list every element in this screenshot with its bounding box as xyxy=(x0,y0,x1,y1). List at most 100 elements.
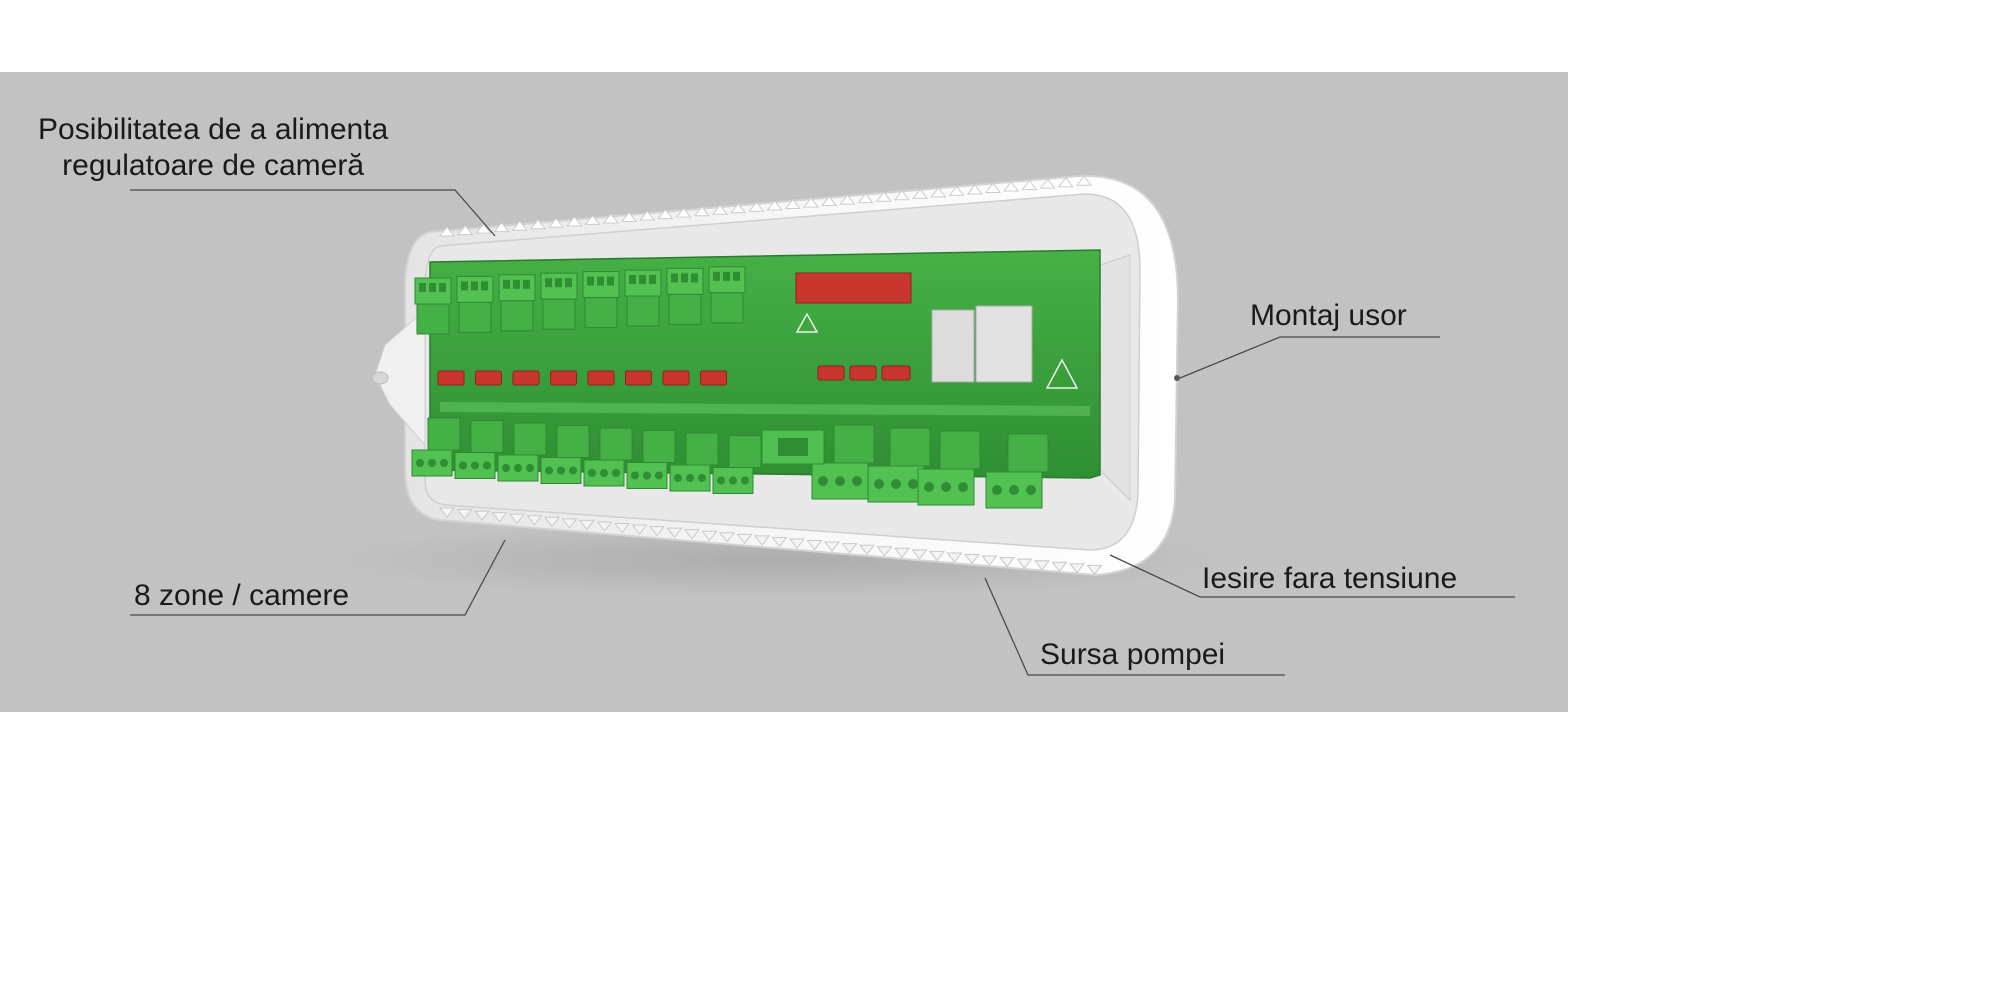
cable-entry-tooth xyxy=(566,216,583,227)
terminal-body xyxy=(642,430,676,463)
leader-voltage-free-output xyxy=(1109,554,1515,598)
terminal-body xyxy=(599,427,633,461)
cable-entry-tooth xyxy=(529,218,547,230)
cable-entry-tooth xyxy=(475,223,492,234)
cable-entry-tooth xyxy=(675,207,692,218)
terminal-screw xyxy=(419,283,426,292)
terminal-screw xyxy=(569,466,577,475)
warning-symbol-right xyxy=(1045,358,1079,389)
power-fuses xyxy=(817,365,911,381)
cable-entry-tooth xyxy=(784,198,801,209)
cable-entry-tooth xyxy=(602,213,619,224)
power-terminals xyxy=(811,424,1049,509)
cable-entry-tooth xyxy=(802,197,820,208)
terminal-screw xyxy=(852,476,862,486)
terminal-screw xyxy=(481,281,488,291)
terminal-screw xyxy=(557,466,565,475)
cable-entry-tooth xyxy=(561,518,578,529)
terminal-screw xyxy=(526,464,534,472)
terminal-screw xyxy=(612,469,620,477)
terminal-screw xyxy=(440,459,448,467)
terminal-screw xyxy=(429,283,436,292)
controller-illustration xyxy=(130,174,1515,676)
terminal-screw xyxy=(924,482,934,492)
terminal-screw xyxy=(513,279,520,289)
cable-entry-tooth xyxy=(1068,563,1086,574)
cable-entry-tooth xyxy=(1075,175,1093,186)
terminal-screw xyxy=(741,476,749,485)
zone-fuse xyxy=(587,370,615,386)
terminal-body xyxy=(513,422,547,456)
terminal-screw xyxy=(607,276,614,286)
terminal-body xyxy=(427,417,461,451)
cable-entry-tooth xyxy=(648,526,666,537)
terminal-body xyxy=(710,292,744,324)
terminal-body xyxy=(1007,433,1049,473)
terminal-screw xyxy=(691,273,698,283)
callout-room-regulators-line1: Posibilitatea de a alimenta xyxy=(38,113,389,146)
terminal-screw xyxy=(587,276,594,286)
terminal-screw xyxy=(655,471,663,480)
cable-entry-tooth xyxy=(683,529,701,540)
terminal-body xyxy=(470,420,504,453)
cable-entry-tooth xyxy=(753,535,771,546)
terminal-screw xyxy=(723,271,730,281)
cable-entry-tooth xyxy=(876,546,893,557)
terminal-screw xyxy=(681,273,688,283)
cable-entry-tooth xyxy=(839,194,856,205)
zone-fuse xyxy=(625,370,652,386)
cable-entry-tooth xyxy=(984,182,1002,193)
cable-entry-tooth xyxy=(857,192,874,204)
terminal-screw xyxy=(471,461,479,470)
cable-entry-tooth xyxy=(1086,564,1103,576)
cable-entry-tooth xyxy=(548,217,565,228)
zone-fuse xyxy=(437,370,465,386)
cable-entry-tooth xyxy=(596,521,613,532)
terminal-body xyxy=(939,430,981,470)
terminal-screw xyxy=(597,276,604,286)
cable-entry-tooth xyxy=(1016,558,1033,569)
terminal-screw xyxy=(629,275,636,284)
terminal-body xyxy=(889,427,931,467)
callout-zones: 8 zone / camere xyxy=(134,579,350,612)
zone-fuse xyxy=(550,370,577,386)
cable-entry-tooth xyxy=(526,515,543,526)
cable-entry-tooth xyxy=(473,510,491,521)
terminal-screw xyxy=(941,482,951,492)
cable-entry-tooth xyxy=(613,523,631,534)
zone-fuse xyxy=(475,370,502,386)
callout-pump-supply: Sursa pompei xyxy=(1040,638,1226,671)
cable-entry-tooth xyxy=(998,557,1016,568)
cable-entry-tooth xyxy=(730,202,747,214)
terminal-body xyxy=(728,435,762,468)
zone-terminals-bottom xyxy=(411,417,762,494)
cable-entry-tooth xyxy=(858,544,876,556)
warning-symbol-left xyxy=(795,312,819,333)
terminal-screw xyxy=(908,479,918,489)
cable-entry-tooth xyxy=(736,533,753,545)
cable-entry-tooth xyxy=(693,205,710,217)
zone-fuse xyxy=(700,370,727,386)
terminal-body xyxy=(685,432,719,466)
center-connector-slot xyxy=(778,438,808,456)
terminal-body xyxy=(626,295,660,327)
cable-entry-tooth xyxy=(578,519,596,531)
zone-fuse xyxy=(512,370,540,386)
callout-room-regulators-line2: regulatoare de cameră xyxy=(62,149,365,182)
mounting-hole-left xyxy=(371,371,389,385)
terminal-screw xyxy=(514,464,522,472)
cable-entry-tooth xyxy=(788,538,806,549)
terminal-screw xyxy=(502,464,510,472)
cable-entry-tooth xyxy=(584,214,601,225)
leader-easy-mount xyxy=(1179,336,1440,379)
cable-entry-tooth xyxy=(511,220,528,231)
terminal-body xyxy=(833,424,875,464)
terminal-screw xyxy=(545,466,553,475)
cable-entry-tooth xyxy=(493,221,510,233)
terminal-screw xyxy=(503,279,510,289)
cable-entry-tooth xyxy=(491,512,508,523)
terminal-screw xyxy=(1026,485,1036,495)
cable-entry-tooth xyxy=(966,184,983,195)
cable-entry-teeth-top xyxy=(438,175,1093,237)
terminal-screw xyxy=(471,281,478,291)
